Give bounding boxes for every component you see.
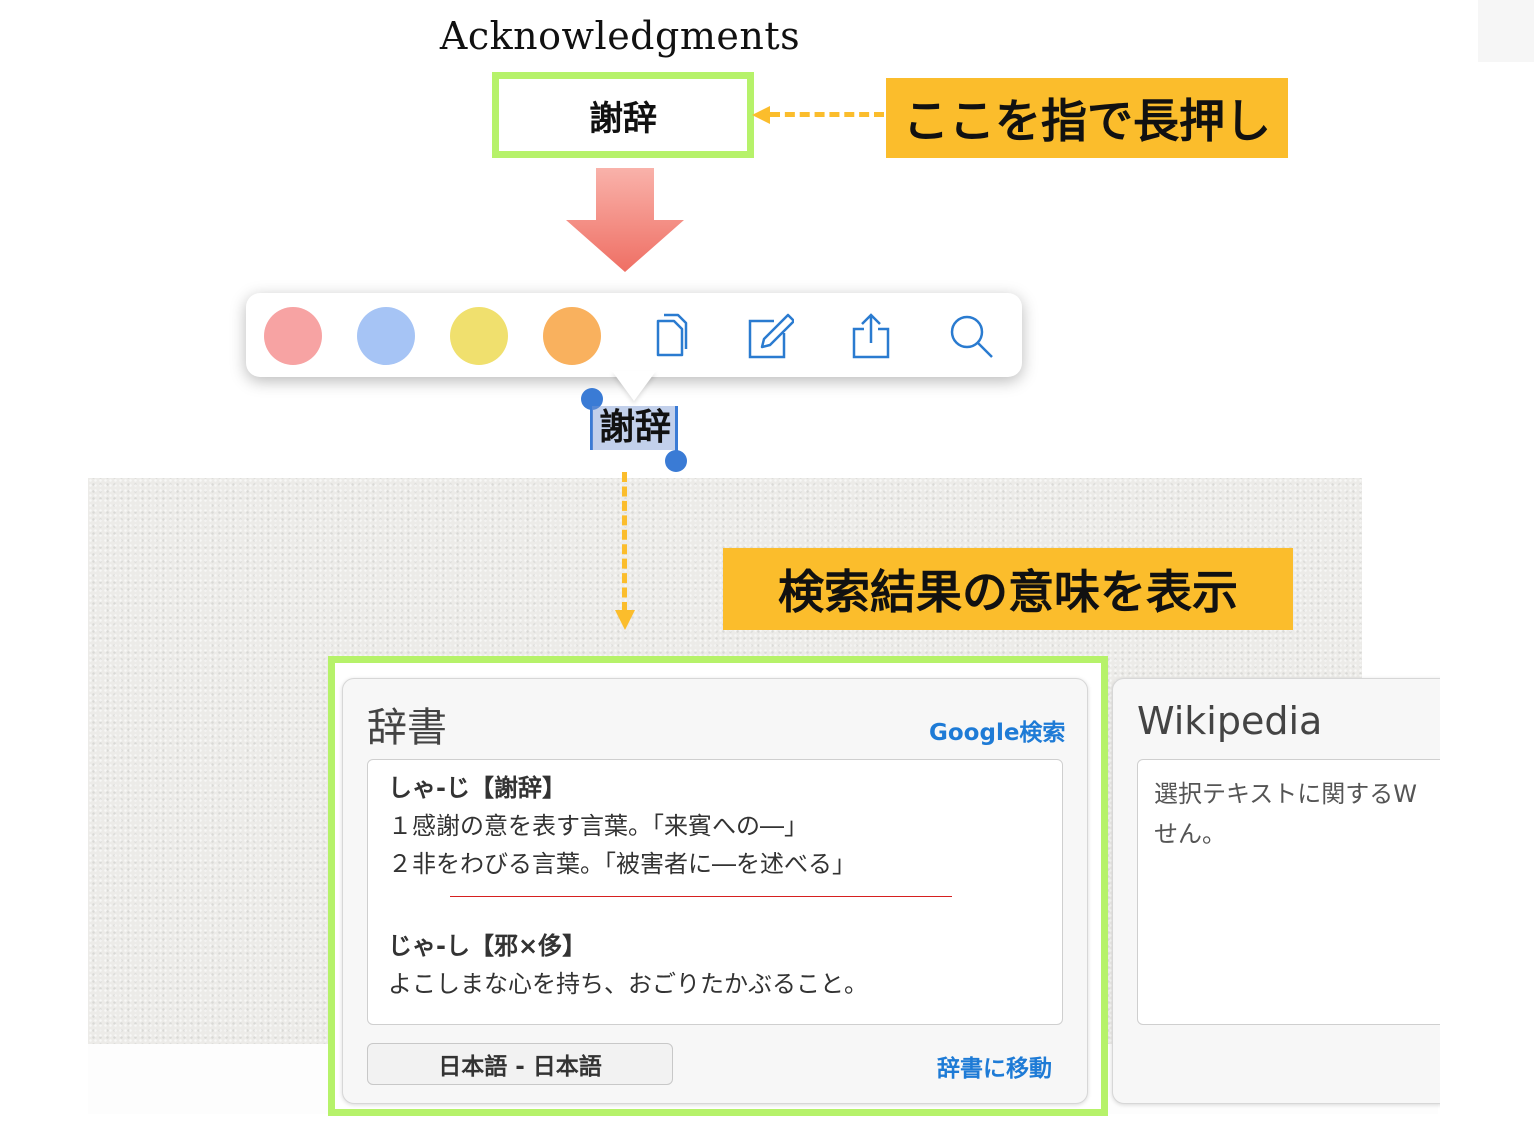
page-heading: Acknowledgments bbox=[439, 14, 801, 58]
wikipedia-panel: Wikipedia 選択テキストに関するW せん。 bbox=[1112, 678, 1472, 1104]
entry-2-heading: じゃ-し【邪×侈】 bbox=[388, 932, 587, 960]
target-word-box[interactable]: 謝辞 bbox=[492, 72, 754, 158]
note-icon[interactable] bbox=[744, 311, 794, 361]
selected-text[interactable]: 謝辞 bbox=[592, 406, 678, 450]
right-edge-mask bbox=[1440, 650, 1534, 1144]
go-to-dictionary-link[interactable]: 辞書に移動 bbox=[937, 1056, 1052, 1082]
dashed-arrow-down-line bbox=[622, 472, 627, 612]
highlight-orange-button[interactable] bbox=[543, 307, 601, 365]
selection-start-stem bbox=[590, 404, 593, 450]
wikipedia-line-1: 選択テキストに関するW bbox=[1154, 780, 1418, 808]
selection-start-handle[interactable] bbox=[581, 388, 603, 410]
dashed-arrow-left-head bbox=[752, 106, 770, 124]
search-icon[interactable] bbox=[946, 311, 996, 361]
down-arrow-icon bbox=[566, 168, 684, 272]
language-select-label: 日本語 - 日本語 bbox=[438, 1054, 602, 1080]
highlight-blue-button[interactable] bbox=[357, 307, 415, 365]
callout-long-press: ここを指で長押し bbox=[886, 78, 1288, 158]
target-word: 謝辞 bbox=[589, 98, 657, 139]
selection-end-stem bbox=[675, 406, 678, 456]
entry-divider bbox=[450, 896, 952, 897]
language-select-button[interactable]: 日本語 - 日本語 bbox=[367, 1043, 673, 1085]
toolbar-pointer bbox=[612, 371, 656, 401]
highlight-yellow-button[interactable] bbox=[450, 307, 508, 365]
highlight-red-button[interactable] bbox=[264, 307, 322, 365]
corner-tab bbox=[1478, 0, 1534, 62]
entry-2-line-1: よこしまな心を持ち、おごりたかぶること。 bbox=[388, 970, 868, 998]
dashed-arrow-line bbox=[770, 112, 884, 117]
callout-result: 検索結果の意味を表示 bbox=[723, 548, 1293, 630]
copy-icon[interactable] bbox=[644, 311, 694, 361]
entry-1-heading: しゃ-じ【謝辞】 bbox=[388, 774, 566, 802]
selection-toolbar bbox=[246, 293, 1022, 377]
entry-1-line-2: ２非をわびる言葉。「被害者に―を述べる」 bbox=[388, 850, 856, 878]
wikipedia-line-2: せん。 bbox=[1154, 820, 1226, 848]
selection-end-handle[interactable] bbox=[665, 450, 687, 472]
dictionary-title: 辞書 bbox=[367, 705, 447, 751]
wikipedia-title: Wikipedia bbox=[1137, 699, 1323, 743]
dashed-arrow-down-head bbox=[615, 610, 635, 630]
google-search-link[interactable]: Google検索 bbox=[929, 720, 1066, 746]
definition-box: しゃ-じ【謝辞】 １感謝の意を表す言葉。「来賓への―」 ２非をわびる言葉。「被害… bbox=[367, 759, 1063, 1025]
wikipedia-content-box: 選択テキストに関するW せん。 bbox=[1137, 759, 1457, 1025]
share-icon[interactable] bbox=[846, 311, 896, 361]
dictionary-panel: 辞書 Google検索 しゃ-じ【謝辞】 １感謝の意を表す言葉。「来賓への―」 … bbox=[342, 678, 1088, 1104]
entry-1-line-1: １感謝の意を表す言葉。「来賓への―」 bbox=[388, 812, 808, 840]
